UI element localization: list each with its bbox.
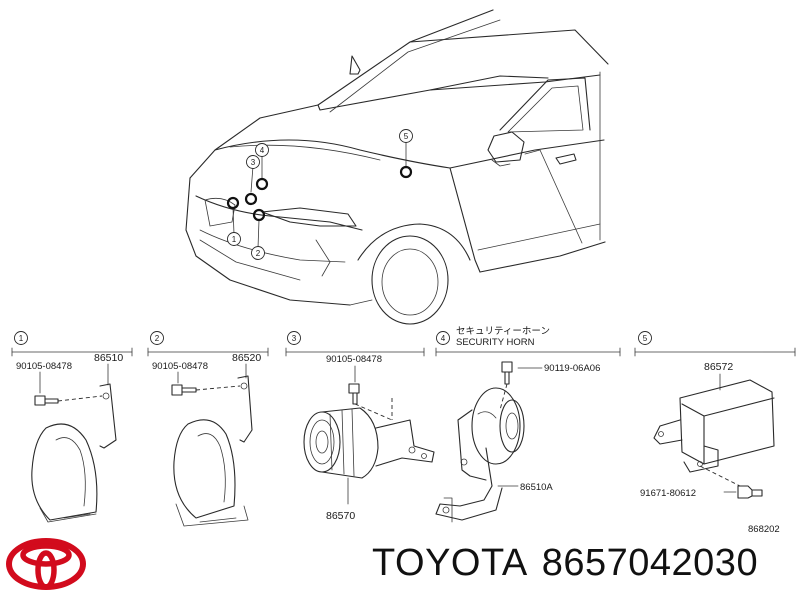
panel-1-horn-86510: 90105-08478 86510	[16, 352, 123, 523]
brand-name: TOYOTA	[372, 542, 528, 584]
panel-4-part-label: 86510A	[520, 482, 553, 493]
security-horn-title-jp: セキュリティーホーン	[456, 326, 550, 337]
panel-4-bolt-label: 90119-06A06	[544, 363, 600, 374]
panel-5-module-86572: 86572 91671-80612	[640, 361, 775, 499]
callout-5-label: 5	[404, 132, 409, 141]
panel-3-bolt-label: 90105-08478	[326, 354, 382, 365]
panel-3-security-speaker-86570: 90105-08478 86570	[303, 354, 435, 522]
toyota-logo	[6, 538, 86, 590]
security-horn-title-en: SECURITY HORN	[456, 337, 535, 348]
panel-2-number: 2	[155, 334, 160, 343]
panel-1-bolt-label: 90105-08478	[16, 361, 72, 372]
panel-3-number: 3	[292, 334, 297, 343]
panel-2-part-label: 86520	[232, 352, 261, 364]
diagram-code: 868202	[748, 524, 780, 535]
car-illustration	[185, 9, 609, 325]
panel-3-part-label: 86570	[326, 510, 355, 522]
callout-1-label: 1	[232, 235, 237, 244]
panel-1-part-label: 86510	[94, 352, 123, 364]
panel-2-bolt-label: 90105-08478	[152, 361, 208, 372]
panel-5-number: 5	[643, 334, 648, 343]
panel-5-part-label: 86572	[704, 361, 733, 373]
panel-1-number: 1	[19, 334, 24, 343]
panel-2-horn-86520: 90105-08478 86520	[152, 352, 261, 527]
part-number: 8657042030	[541, 542, 759, 584]
panel-4-security-horn-86510a: 90119-06A06 86510A	[435, 361, 600, 523]
callout-2-label: 2	[256, 249, 261, 258]
callout-3-label: 3	[251, 158, 256, 167]
callout-4-label: 4	[260, 146, 265, 155]
panel-4-number: 4	[441, 334, 446, 343]
panel-5-bolt-label: 91671-80612	[640, 488, 696, 499]
footer-brand-line: TOYOTA 8657042030	[372, 542, 772, 585]
panel-headers: 1 2 3 4 セキュリティーホーン SECURITY HORN 5	[11, 326, 796, 357]
car-callouts: 5 4 3 1 2	[226, 129, 413, 260]
